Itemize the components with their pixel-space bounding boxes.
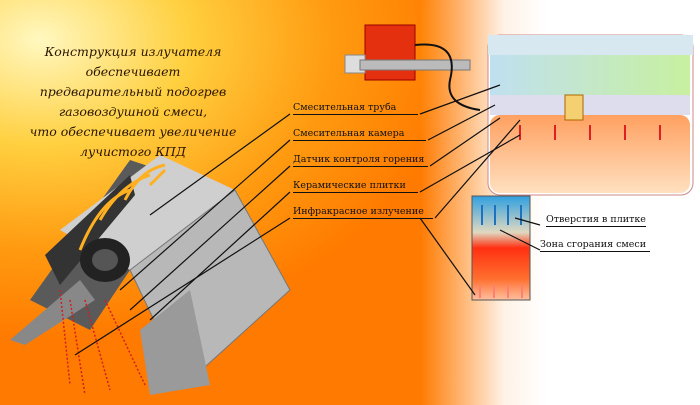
- label-tile-holes: Отверстия в плитке: [546, 214, 646, 227]
- tile-inset: [471, 195, 531, 301]
- label-combustion-zone: Зона сгорания смеси: [540, 239, 650, 252]
- emitter-3d: [10, 155, 291, 395]
- label-combustion-sensor: Датчик контроля горения: [293, 154, 428, 167]
- infrared-rays: [59, 289, 146, 396]
- intro-line: предварительный подогрев: [39, 84, 227, 99]
- label-infrared: Инфракрасное излучение: [293, 206, 433, 219]
- label-mixing-chamber: Смесительная камера: [293, 128, 426, 141]
- leader-lines: [74, 84, 541, 356]
- burner-box: [364, 24, 416, 81]
- intro-line: лучистого КПД: [80, 144, 186, 159]
- heat-arrows: [78, 163, 167, 251]
- heater-cross-section: [487, 34, 694, 196]
- intro-line: что обеспечивает увеличение: [29, 124, 237, 139]
- label-ceramic-tiles: Керамические плитки: [293, 180, 418, 193]
- intro-line: Конструкция излучателя обеспечивает: [44, 44, 222, 79]
- label-mixing-tube: Смесительная труба: [293, 102, 418, 115]
- intro-text: Конструкция излучателя обеспечивает пред…: [8, 42, 258, 162]
- intro-line: газовоздушной смеси,: [58, 104, 208, 119]
